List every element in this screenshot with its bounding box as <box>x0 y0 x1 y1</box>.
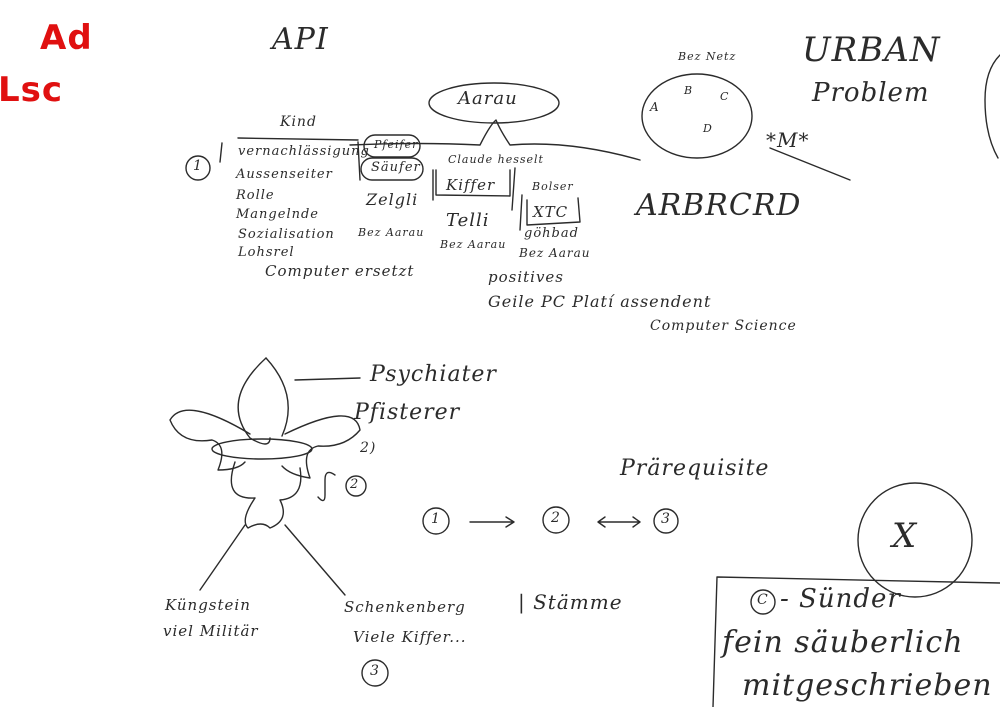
col3-top: Bolser <box>532 180 574 193</box>
pc-line: Geile PC Platí assendent <box>488 292 712 311</box>
col0-item-4: Mangelnde <box>236 207 319 222</box>
marker-3: 3 <box>370 663 380 679</box>
psychiater-leader <box>294 377 361 381</box>
flow-arrow-2 <box>597 516 641 528</box>
flow-step-2: 2 <box>551 510 561 526</box>
prerequisite-label: Prärequisite <box>620 456 770 481</box>
corner-note-line2: Lsc <box>0 70 64 110</box>
problem-heading: Problem <box>812 78 930 108</box>
col0-item-3: Rolle <box>236 188 275 203</box>
integral-mark <box>317 471 336 502</box>
marker-1: 1 <box>193 158 203 174</box>
flow-step-3: 3 <box>661 511 671 527</box>
col3-sub: Bez Aarau <box>519 246 591 260</box>
circle-letter-b: B <box>684 84 694 97</box>
marker-2: 2 <box>350 477 360 492</box>
big-circle <box>857 482 973 598</box>
pfeifer-pill <box>363 134 421 158</box>
col0-header: Kind <box>280 114 317 130</box>
urban-heading: URBAN <box>802 30 941 70</box>
stars-mark: *M* <box>766 128 810 152</box>
col2-sub: Bez Aarau <box>440 238 507 251</box>
xtc-box <box>526 197 581 226</box>
marker-1-circle <box>185 155 211 181</box>
col1-box: Säufer <box>371 160 421 175</box>
pfisterer-label: Pfisterer <box>354 400 461 425</box>
psychiater-label: Psychiater <box>370 362 497 387</box>
suender-box <box>712 576 1000 707</box>
col2-name: Telli <box>446 210 490 231</box>
col0-item-1: vernachlässigung <box>238 144 370 159</box>
branch-right <box>284 524 346 596</box>
flow-step-1: 1 <box>431 511 441 527</box>
col2-box: Kiffer <box>446 176 496 194</box>
left-note: viel Militär <box>163 622 259 640</box>
marker-2-circle <box>345 475 367 497</box>
bez-netz-note: Bez Netz <box>678 50 737 63</box>
right-town: Schenkenberg <box>344 598 466 616</box>
kind-underline <box>237 137 359 141</box>
col3-name: göhbad <box>524 226 579 241</box>
staemme-label: | Stämme <box>518 590 623 614</box>
fleur-de-lis-drawing <box>169 357 361 529</box>
bez-netz-circle <box>641 73 753 159</box>
col0-item-6: Lohsrel <box>238 245 295 260</box>
box-line-3: mitgeschrieben <box>742 668 993 703</box>
positive-line: positives <box>488 268 565 286</box>
col0-item-2: Aussenseiter <box>236 167 333 182</box>
circle-letter-a: A <box>650 100 660 114</box>
marker-3-circle <box>361 659 389 687</box>
branch-left <box>199 524 246 591</box>
box-line-2: fein säuberlich <box>722 625 964 660</box>
suender-label: - Sünder <box>780 584 901 614</box>
kiffer-box <box>435 169 511 197</box>
marker-2-note: 2) <box>360 440 377 456</box>
col2-top: Claude hesselt <box>448 153 544 166</box>
right-note: Viele Kiffer... <box>353 628 467 646</box>
urban-underline <box>769 147 851 181</box>
col1-top: Pfeifer <box>374 138 419 151</box>
box-c-letter: C <box>757 592 769 608</box>
corner-note-line1: Ad <box>40 18 93 58</box>
left-town: Küngstein <box>165 596 251 614</box>
page-title: API <box>272 22 329 57</box>
big-circle-letter: X <box>892 516 918 556</box>
box-c-circle <box>750 589 776 615</box>
flow-1-circle <box>422 507 450 535</box>
col0-item-5: Sozialisation <box>238 227 335 242</box>
cs-line: Computer Science <box>650 318 797 334</box>
saeufer-pill <box>360 157 424 181</box>
flow-arrow-1 <box>469 516 515 528</box>
r-sequence: ARBRCRD <box>636 188 802 223</box>
station-center: Aarau <box>458 88 518 109</box>
col1-name: Zelgli <box>366 190 419 209</box>
circle-letter-d: D <box>703 122 713 135</box>
flow-3-circle <box>653 508 679 534</box>
flow-2-circle <box>542 506 570 534</box>
circle-letter-c: C <box>720 90 730 103</box>
col1-sub: Bez Aarau <box>358 226 425 239</box>
urban-paren <box>984 54 1000 159</box>
aarau-bracket <box>349 119 641 161</box>
col3-box: XTC <box>533 203 569 221</box>
computer-line: Computer ersetzt <box>265 262 415 280</box>
